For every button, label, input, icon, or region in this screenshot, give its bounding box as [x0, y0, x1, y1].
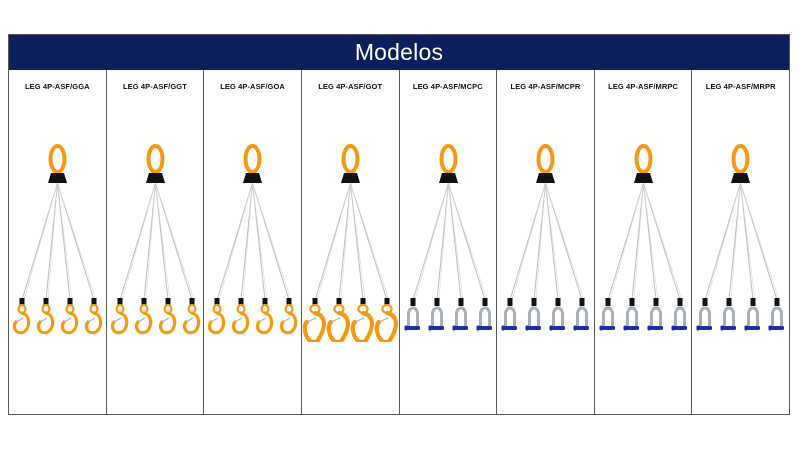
master-link-icon: [536, 144, 556, 183]
master-link-icon: [340, 144, 360, 183]
steel-shackle-icon: [501, 306, 590, 331]
sling-illustration: [404, 144, 492, 331]
model-name: LEG 4P-ASF/GOA: [220, 82, 285, 91]
sling-illustration: [208, 144, 298, 335]
models-title: Modelos: [354, 39, 444, 65]
model-name: LEG 4P-ASF/MCPC: [412, 82, 483, 91]
steel-shackle-icon: [404, 306, 492, 331]
models-columns: LEG 4P-ASF/GGA LEG 4P-ASF/GGT LEG 4P-ASF/G…: [9, 70, 789, 414]
model-column: LEG 4P-ASF/GGA: [9, 70, 106, 414]
model-name: LEG 4P-ASF/GOT: [318, 82, 383, 91]
orange-swivel-hook-icon: [12, 303, 103, 335]
orange-swivel-hook-icon: [208, 303, 298, 335]
steel-shackle-icon: [696, 306, 785, 331]
model-column: LEG 4P-ASF/MRPC: [593, 70, 692, 414]
master-link-icon: [633, 144, 653, 183]
sling-legs: [605, 182, 683, 306]
model-column: LEG 4P-ASF/MCPC: [398, 70, 497, 414]
sling-legs: [117, 182, 195, 306]
sling-legs: [312, 182, 390, 306]
sling-legs: [507, 182, 585, 306]
master-link-icon: [243, 144, 263, 183]
model-name: LEG 4P-ASF/MRPC: [608, 82, 678, 91]
model-name: LEG 4P-ASF/MRPR: [705, 82, 776, 91]
model-column: LEG 4P-ASF/GOA: [203, 70, 301, 414]
model-column: LEG 4P-ASF/GGT: [105, 70, 204, 414]
sling-legs: [214, 182, 292, 306]
master-link-icon: [438, 144, 458, 183]
models-header: Modelos: [9, 35, 789, 70]
model-name: LEG 4P-ASF/GGA: [24, 82, 90, 91]
sling-illustration: [302, 144, 398, 342]
sling-legs: [19, 182, 97, 306]
model-column: LEG 4P-ASF/MCPR: [496, 70, 594, 414]
sling-legs: [410, 182, 487, 306]
sling-legs: [702, 182, 780, 306]
sling-illustration: [501, 144, 590, 331]
master-link-icon: [731, 144, 751, 183]
sling-illustration: [12, 144, 103, 335]
orange-large-hook-icon: [302, 303, 398, 342]
sling-illustration: [696, 144, 785, 331]
master-link-icon: [145, 144, 165, 183]
sling-illustration: [599, 144, 687, 331]
model-name: LEG 4P-ASF/MCPR: [510, 82, 581, 91]
model-name: LEG 4P-ASF/GGT: [122, 82, 187, 91]
steel-shackle-icon: [599, 306, 687, 331]
model-column: LEG 4P-ASF/MRPR: [691, 70, 789, 414]
sling-illustration: [110, 144, 200, 335]
model-column: LEG 4P-ASF/GOT: [300, 70, 399, 414]
orange-swivel-hook-icon: [110, 303, 200, 335]
master-link-icon: [48, 144, 67, 183]
